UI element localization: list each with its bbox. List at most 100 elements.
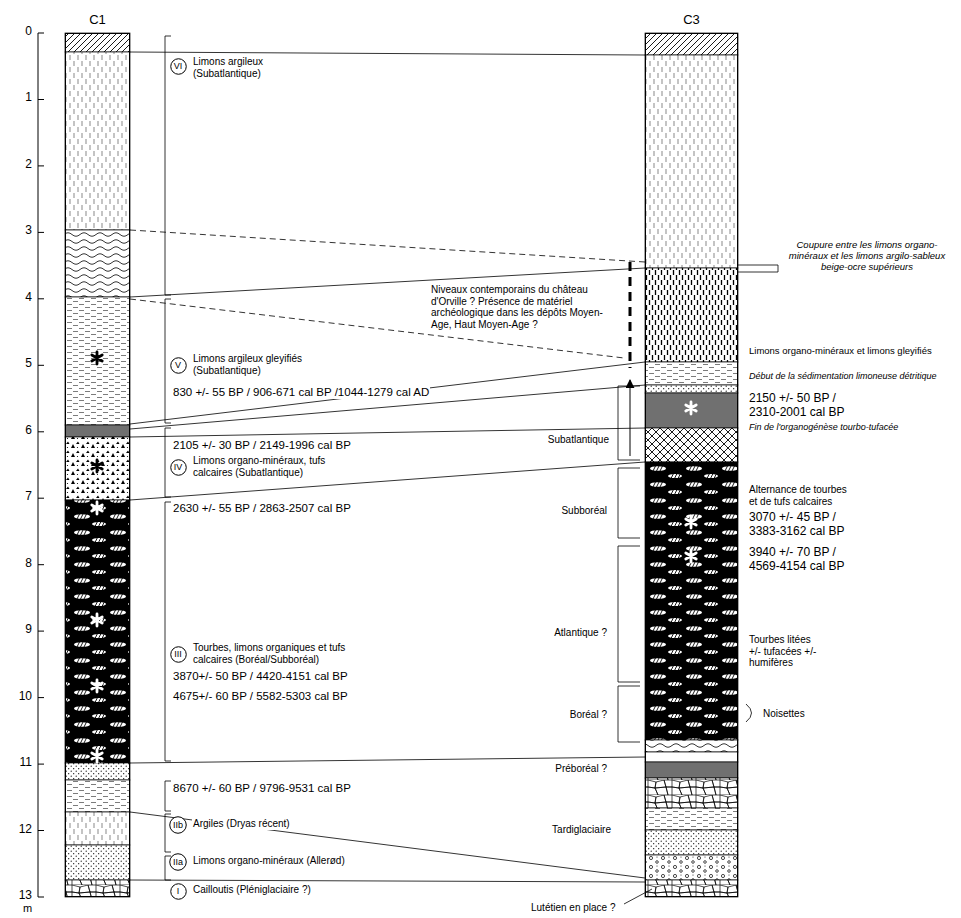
radiocarbon-date: 8670 +/- 60 BP / 9796-9531 cal BP (172, 782, 352, 795)
period-bracket (618, 468, 640, 538)
radiocarbon-date: 2105 +/- 30 BP / 2149-1996 cal BP (172, 439, 352, 452)
unit-description: Argiles (Dryas récent) (192, 818, 291, 830)
sample-star (92, 460, 102, 472)
unit-description: Tourbes, limons organiques et tufs calca… (192, 642, 359, 665)
depth-number: 5 (24, 357, 33, 371)
circle-outline (170, 883, 186, 899)
sample-star (92, 352, 696, 762)
correlation-line (130, 812, 645, 878)
unit-numeral: IIa (173, 858, 183, 867)
unit-bracket (165, 781, 171, 811)
correlation-line (130, 880, 645, 882)
sample-star (92, 614, 102, 626)
sample-star (92, 750, 102, 762)
unit-bracket (165, 814, 171, 852)
c1-layers (65, 845, 130, 880)
stratigraphic-column: C3 (645, 33, 738, 897)
correlation-line (130, 52, 645, 55)
c3-layers (645, 55, 738, 268)
unit-circle: V (170, 357, 187, 374)
leader-line (746, 704, 752, 722)
depth-number: 6 (24, 424, 33, 438)
c1-layers (65, 52, 130, 230)
radiocarbon-date: 2630 +/- 55 BP / 2863-2507 cal BP (172, 502, 352, 515)
circle-outline (170, 58, 186, 74)
sample-star (686, 516, 696, 528)
leader-line (738, 265, 778, 272)
unit-numeral: V (175, 361, 181, 370)
archaeology-marker (629, 262, 632, 368)
layer-note: Alternance de tourbes et de tufs calcair… (748, 484, 855, 507)
unit-numeral: I (177, 887, 180, 896)
sample-star (686, 550, 696, 562)
c1-layers (65, 500, 130, 763)
c3-layers (645, 428, 738, 462)
sample-star (92, 502, 102, 514)
c1-layers (65, 425, 130, 437)
c3-layers (645, 33, 738, 897)
leader-line (624, 265, 778, 904)
c3-layers (645, 740, 738, 752)
archaeology-marker (630, 380, 631, 456)
c1-layers (65, 437, 130, 500)
bedrock-note: Lutétien en place ? (530, 902, 617, 914)
c1-layers (65, 297, 130, 425)
c3-layers (645, 762, 738, 778)
radiocarbon-date: 2150 +/- 50 BP / 2310-2001 cal BP (748, 392, 862, 420)
depth-number: 0 (24, 25, 33, 39)
period-bracket (618, 386, 640, 742)
boundary-note: Début de la sédimentation limoneuse détr… (748, 371, 938, 381)
unit-circle: VI (170, 58, 187, 75)
period-label: Subatlantique (547, 434, 610, 446)
circle-outline (170, 817, 187, 834)
depth-number: 8 (24, 557, 33, 571)
circle-outline (170, 854, 187, 871)
depth-number: 13 (18, 889, 33, 903)
depth-number: 10 (18, 690, 33, 704)
depth-number: 9 (24, 623, 33, 637)
radiocarbon-date: 3870+/- 50 BP / 4420-4151 cal BP (172, 670, 349, 683)
c3-layers (645, 752, 738, 762)
c3-layers (645, 362, 738, 385)
unit-description: Limons organo-minéraux (Allerød) (192, 855, 346, 867)
column-title: C1 (66, 12, 129, 28)
layer-note: Limons organo-minéraux et limons gleyifi… (748, 346, 933, 357)
depth-number: 4 (24, 291, 33, 305)
unit-circle: I (170, 883, 187, 900)
radiocarbon-date: 4675+/- 60 BP / 5582-5303 cal BP (172, 690, 349, 703)
period-bracket (618, 686, 640, 742)
c3-layers (645, 830, 738, 855)
correlation-line (130, 230, 645, 262)
c3-layers (645, 778, 738, 808)
unit-description: Limons organo-minéraux, tufs calcaires (… (192, 455, 344, 478)
unit-bracket (165, 428, 171, 497)
unit-numeral: IV (174, 463, 183, 472)
column-title: C3 (646, 12, 737, 28)
depth-unit: m (22, 902, 33, 915)
radiocarbon-date: 3070 +/- 45 BP / 3383-3162 cal BP (748, 511, 862, 539)
depth-number: 2 (24, 158, 33, 172)
c3-layers (645, 385, 738, 393)
unit-circle: III (170, 646, 187, 663)
unit-circle: IIb (169, 816, 187, 834)
sample-star (686, 402, 696, 414)
sample-star (92, 352, 102, 364)
unit-bracket (165, 299, 171, 423)
period-label: Tardiglaciaire (551, 824, 612, 836)
period-bracket (618, 546, 640, 682)
circle-outline (170, 357, 186, 373)
archaeology-note: Niveaux contemporains du château d'Orvil… (430, 284, 610, 330)
correlation-line (130, 385, 645, 429)
unit-description: Cailloutis (Pléniglaciaire ?) (192, 884, 312, 896)
c3-layers (645, 268, 738, 362)
depth-axis (38, 33, 44, 897)
c1-layers (65, 230, 130, 297)
unit-circle: IIa (169, 853, 187, 871)
depth-number: 3 (24, 224, 33, 238)
boundary-note: Coupure entre les limons organo-minéraux… (786, 240, 948, 273)
depth-number: 12 (18, 823, 33, 837)
unit-numeral: VI (174, 62, 183, 71)
sample-star (92, 680, 102, 692)
c1-layers (65, 780, 130, 812)
